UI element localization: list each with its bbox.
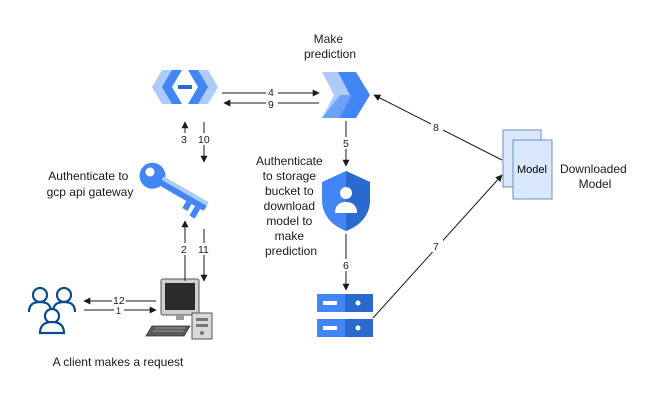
step-3-label: 3 bbox=[181, 134, 187, 146]
client-request-label: A client makes a request bbox=[53, 355, 184, 369]
step-12-label: 12 bbox=[113, 295, 125, 307]
auth-gateway-label: Authenticate to gcp api gateway bbox=[47, 169, 134, 199]
model-card-label: Model bbox=[517, 164, 547, 176]
step-7-label: 7 bbox=[433, 241, 439, 253]
storage-server-icon bbox=[317, 294, 373, 337]
key-icon bbox=[139, 162, 209, 219]
step-9-label: 9 bbox=[268, 99, 274, 111]
document-stack-icon: Model bbox=[502, 129, 553, 200]
step-10-label: 10 bbox=[198, 134, 210, 146]
api-gateway-icon bbox=[152, 70, 218, 104]
users-icon bbox=[27, 286, 77, 335]
shield-user-icon bbox=[322, 171, 370, 231]
make-prediction-label: Make prediction bbox=[304, 32, 356, 61]
step-numbers: 4 9 3 10 2 11 12 1 5 6 7 8 bbox=[112, 86, 443, 316]
step-1-label: 1 bbox=[116, 306, 121, 316]
auth-storage-label: Authenticate to storage bucket to downlo… bbox=[256, 154, 326, 258]
downloaded-model-label: Downloaded Model bbox=[560, 162, 630, 191]
step-2-label: 2 bbox=[181, 244, 187, 256]
step-5-label: 5 bbox=[343, 138, 349, 150]
computer-workstation-icon bbox=[145, 278, 213, 340]
step-6-label: 6 bbox=[343, 260, 349, 272]
step-11-label: 11 bbox=[198, 244, 209, 256]
step-8-label: 8 bbox=[433, 122, 439, 134]
step-4-label: 4 bbox=[268, 87, 274, 99]
ai-platform-icon bbox=[322, 72, 370, 118]
